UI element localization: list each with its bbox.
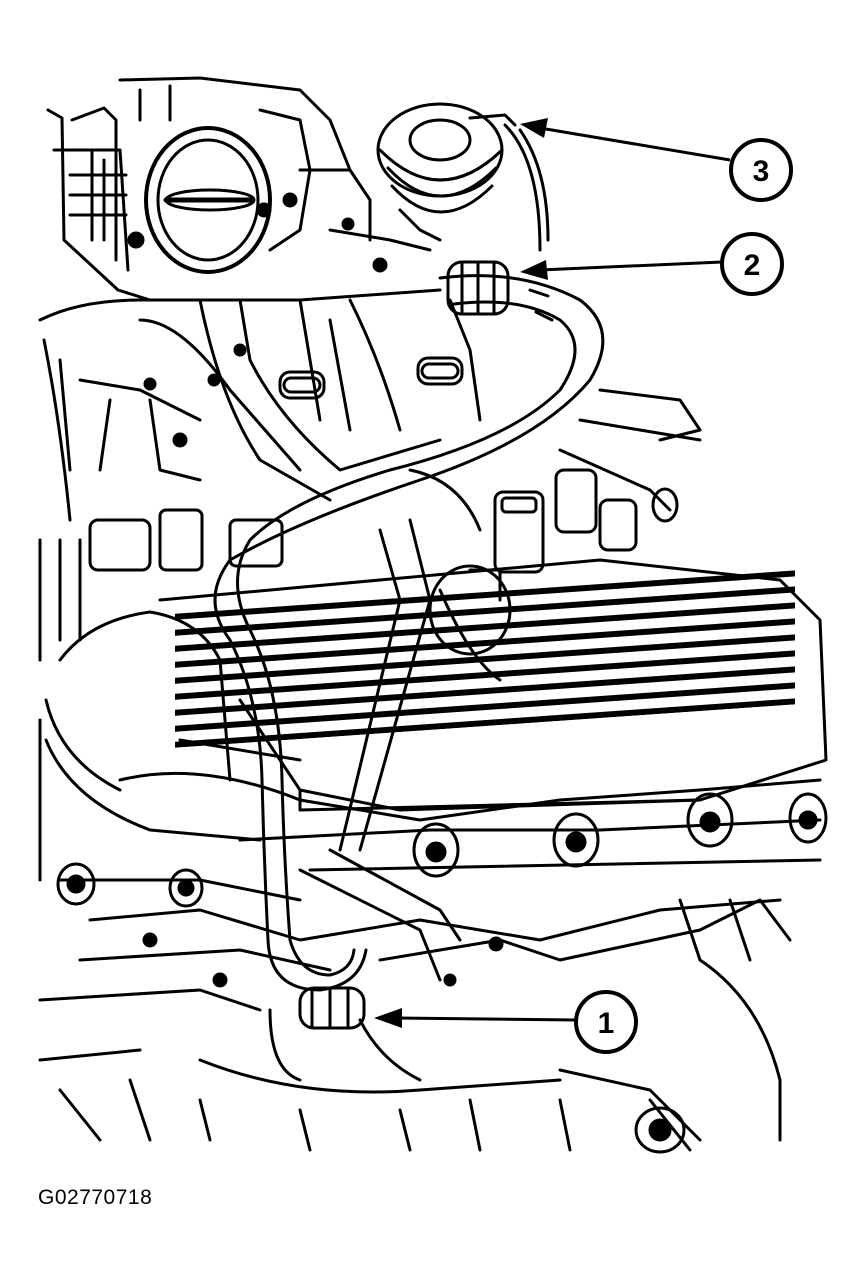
coolant-hose-lower <box>266 938 422 1082</box>
exhaust-manifold <box>38 771 822 1154</box>
callout-3-label: 3 <box>753 155 770 188</box>
coil-packs <box>38 388 702 662</box>
throttle-body <box>46 76 432 302</box>
callout-3: 3 <box>520 118 793 202</box>
timing-cover <box>38 610 262 882</box>
egr-valve <box>376 102 550 252</box>
callout-2-label: 2 <box>744 249 761 282</box>
callout-1-label: 1 <box>598 1007 615 1040</box>
manifold-bolts <box>56 792 828 988</box>
callout-2: 2 <box>520 232 784 296</box>
valve-cover <box>158 558 828 812</box>
tubes-brackets <box>298 518 512 982</box>
coolant-hose-upper <box>213 260 605 942</box>
intake-manifold <box>38 288 482 522</box>
figure-id: G02770718 <box>38 1186 153 1209</box>
callout-1: 1 <box>374 990 638 1054</box>
